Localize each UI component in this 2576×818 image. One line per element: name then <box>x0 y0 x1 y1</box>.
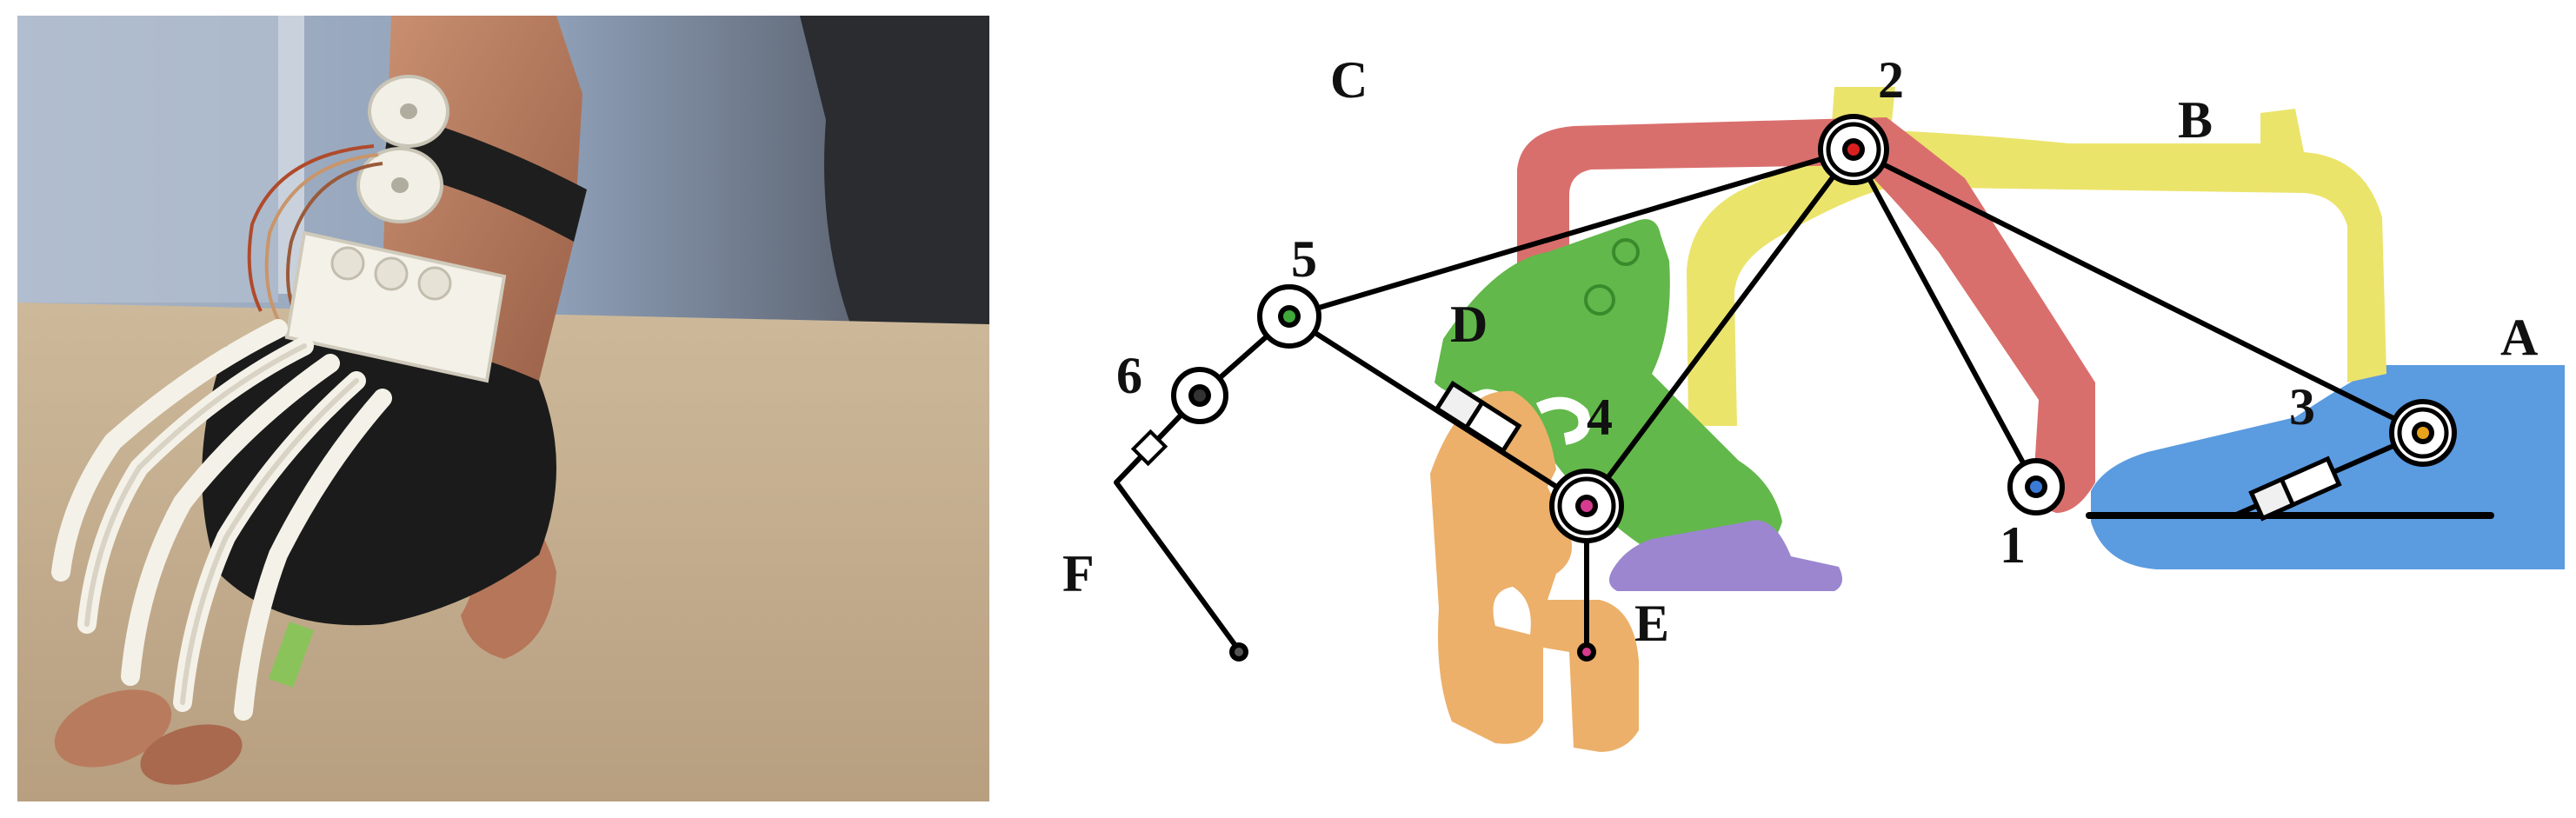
label-joint-2: 2 <box>1878 51 1904 109</box>
actuator-cylinder-a <box>2248 456 2342 522</box>
finger-strap <box>268 621 315 688</box>
chair-shape <box>800 16 989 329</box>
actuator-cylinder-f <box>1130 429 1168 467</box>
linkage-diagram-svg: C B A D E F 1 2 3 4 5 6 <box>1062 51 2565 752</box>
link-f <box>1430 390 1639 752</box>
label-link-e: E <box>1634 595 1669 652</box>
label-joint-1: 1 <box>2000 516 2026 574</box>
label-link-a: A <box>2500 309 2538 366</box>
link-d <box>1434 219 1782 574</box>
joint-3 <box>2389 399 2457 467</box>
actuator-cylinder-d <box>1434 381 1522 454</box>
label-joint-4: 4 <box>1587 389 1613 446</box>
label-joint-3: 3 <box>2289 378 2315 436</box>
joint-6 <box>1171 367 1228 424</box>
label-link-b: B <box>2178 91 2213 149</box>
kinematic-diagram: C B A D E F 1 2 3 4 5 6 <box>1026 0 2576 818</box>
glove <box>202 334 556 626</box>
line-2-4 <box>1584 147 1856 509</box>
line-2-3 <box>1851 147 2426 436</box>
photo-illustration <box>17 16 989 801</box>
label-link-f: F <box>1062 545 1095 602</box>
exoskeleton-photo <box>17 16 989 801</box>
joint-5 <box>1257 284 1321 349</box>
wrist-strap <box>383 111 587 242</box>
label-link-d: D <box>1450 296 1488 353</box>
label-joint-5: 5 <box>1291 230 1317 288</box>
joint-1 <box>2007 458 2065 515</box>
label-joint-6: 6 <box>1116 347 1142 404</box>
joint-4 <box>1549 469 1624 543</box>
fingertips <box>54 689 172 768</box>
line-2-5 <box>1287 147 1856 319</box>
joint-2 <box>1818 114 1889 185</box>
link-c <box>1517 117 2095 513</box>
line-2-1 <box>1851 147 2039 489</box>
link-e <box>1609 520 1842 591</box>
line-6-f2 <box>1114 480 1241 653</box>
label-link-c: C <box>1330 51 1368 109</box>
